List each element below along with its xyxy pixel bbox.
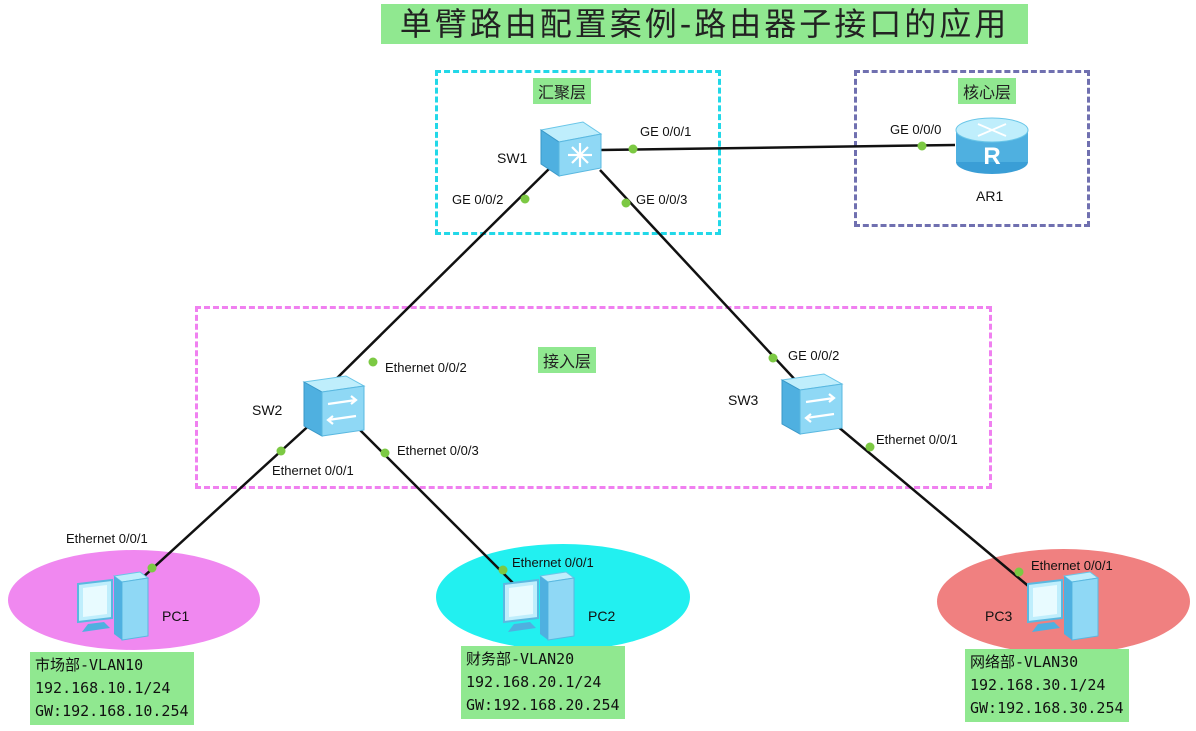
ar1-device[interactable]: R <box>952 112 1032 183</box>
port-dot-ar1-ge000 <box>917 141 927 151</box>
pc1-gateway: GW:192.168.10.254 <box>35 702 189 720</box>
port-dot-sw2-eth002 <box>368 357 378 367</box>
ar1-label: AR1 <box>976 188 1004 204</box>
link-sw3-pc3 <box>829 419 1046 601</box>
port-dot-sw2-eth003 <box>380 448 390 458</box>
port-label-sw2-eth001: Ethernet 0/0/1 <box>272 463 354 478</box>
port-dot-sw1-ge001 <box>628 144 638 154</box>
port-dot-pc1-eth001 <box>147 563 157 573</box>
pc-icon <box>1027 571 1100 641</box>
core-layer-label: 核心层 <box>958 78 1017 104</box>
sw2-device[interactable] <box>300 370 370 445</box>
sw3-label: SW3 <box>728 392 759 408</box>
aggregation-layer-zone <box>435 70 721 235</box>
port-label-sw3-ge002: GE 0/0/2 <box>788 348 840 363</box>
port-label-sw1-ge001: GE 0/0/1 <box>640 124 692 139</box>
core-layer-zone <box>854 70 1090 227</box>
port-label-sw1-ge003: GE 0/0/3 <box>636 192 688 207</box>
sw2-label: SW2 <box>252 402 283 418</box>
link-sw1-sw3 <box>599 169 801 386</box>
link-sw1-ar1 <box>599 143 956 152</box>
pc3-department: 网络部-VLAN30 <box>970 653 1079 671</box>
layer3-switch-icon <box>539 121 603 177</box>
pc3-label: PC3 <box>985 608 1013 624</box>
pc3-ip: 192.168.30.1/24 <box>970 676 1106 694</box>
pc1-ip: 192.168.10.1/24 <box>35 679 171 697</box>
port-dot-sw2-eth001 <box>276 446 286 456</box>
port-dot-sw1-ge003 <box>621 198 631 208</box>
pc1-device[interactable] <box>74 566 154 649</box>
sw3-device[interactable] <box>778 368 848 443</box>
svg-text:R: R <box>983 143 1000 170</box>
diagram-title: 单臂路由配置案例-路由器子接口的应用 <box>381 4 1028 44</box>
pc2-ip: 192.168.20.1/24 <box>466 673 602 691</box>
port-dot-pc3-eth001 <box>1014 567 1024 577</box>
access-layer-label: 接入层 <box>538 347 597 373</box>
pc2-department: 财务部-VLAN20 <box>466 650 575 668</box>
port-label-pc1-eth001: Ethernet 0/0/1 <box>66 531 148 546</box>
port-dot-sw3-ge002 <box>768 353 778 363</box>
switch-icon <box>302 375 366 437</box>
port-label-sw1-ge002: GE 0/0/2 <box>452 192 504 207</box>
port-label-pc2-eth001: Ethernet 0/0/1 <box>512 555 594 570</box>
pc2-gateway: GW:192.168.20.254 <box>466 696 620 714</box>
port-label-pc3-eth001: Ethernet 0/0/1 <box>1031 558 1113 573</box>
access-layer-zone <box>195 306 992 489</box>
sw1-label: SW1 <box>497 150 528 166</box>
pc1-label: PC1 <box>162 608 190 624</box>
router-icon: R <box>955 117 1029 174</box>
switch-icon <box>780 373 844 435</box>
pc2-info-box: 财务部-VLAN20 192.168.20.1/24 GW:192.168.20… <box>461 646 625 719</box>
pc3-department-area <box>937 549 1190 654</box>
pc-icon <box>503 571 576 641</box>
port-dot-sw1-ge002 <box>520 194 530 204</box>
port-label-sw2-eth003: Ethernet 0/0/3 <box>397 443 479 458</box>
sw1-device[interactable] <box>535 114 607 185</box>
pc1-department: 市场部-VLAN10 <box>35 656 144 674</box>
link-sw2-pc2 <box>349 419 526 596</box>
port-label-ar1-ge000: GE 0/0/0 <box>890 122 942 137</box>
port-label-sw3-eth001: Ethernet 0/0/1 <box>876 432 958 447</box>
link-sw1-sw2 <box>329 161 557 386</box>
pc3-info-box: 网络部-VLAN30 192.168.30.1/24 GW:192.168.30… <box>965 649 1129 722</box>
pc-icon <box>77 571 150 641</box>
pc2-label: PC2 <box>588 608 616 624</box>
port-dot-pc2-eth001 <box>498 565 508 575</box>
pc1-info-box: 市场部-VLAN10 192.168.10.1/24 GW:192.168.10… <box>30 652 194 725</box>
aggregation-layer-label: 汇聚层 <box>533 78 592 104</box>
port-dot-sw3-eth001 <box>865 442 875 452</box>
pc2-device[interactable] <box>500 566 580 649</box>
port-label-sw2-eth002: Ethernet 0/0/2 <box>385 360 467 375</box>
pc3-device[interactable] <box>1024 566 1104 649</box>
pc3-gateway: GW:192.168.30.254 <box>970 699 1124 717</box>
